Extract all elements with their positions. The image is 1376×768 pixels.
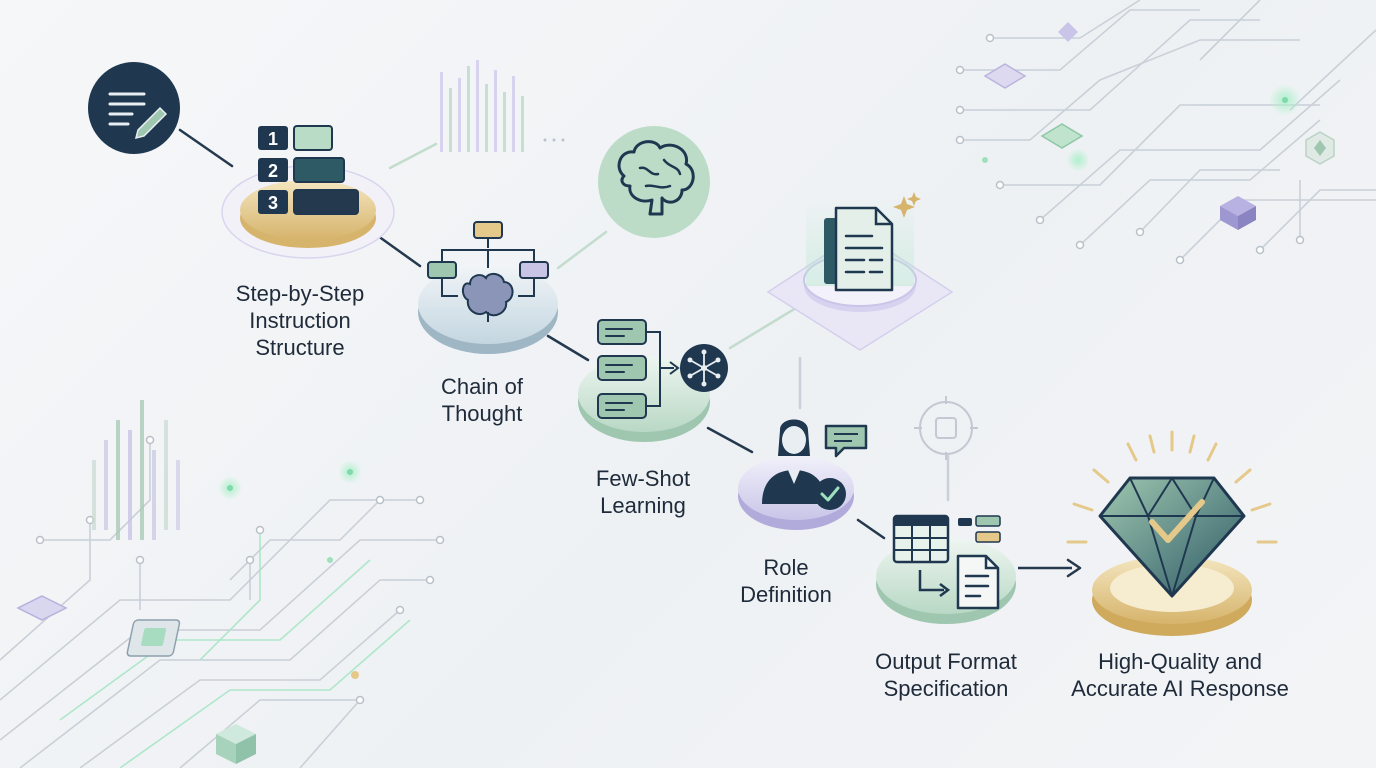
label-role-definition: Role Definition [696,554,876,608]
step-number-1: 1 [268,129,278,149]
data-stream-bars-left [92,400,180,540]
hexagon-deco-icon [1305,131,1335,165]
person-badge-icon [762,419,868,510]
examples-network-icon [597,319,728,419]
numbered-list-icon: 1 2 3 [258,125,359,215]
cube-deco-icon [216,724,256,764]
output-format-node [876,514,1016,624]
label-line: Few-Shot [595,466,691,491]
glow-dot-core [347,469,353,475]
document-platform-icon [766,192,954,351]
brain-bubble-icon [598,126,710,238]
circuit-traces-bottom-left [0,440,440,768]
glow-dot-core [1282,97,1288,103]
result-node [1066,430,1278,636]
label-line: Role [763,555,809,580]
circuit-nodes-bottom-left [35,435,445,705]
label-result: High-Quality and Accurate AI Response [1040,648,1320,702]
chain-of-thought-node [418,221,558,354]
step-number-3: 3 [268,193,278,213]
step-by-step-node: 1 2 3 [221,125,395,259]
diamond-check-icon [1098,476,1246,598]
label-line: Accurate AI Response [1071,676,1289,701]
arrow-to-result [1018,558,1082,578]
document-edit-icon [88,62,180,154]
data-stream-bars-top [440,60,565,152]
label-line: Structure [255,335,345,360]
label-line: Output Format [875,649,1017,674]
glow-dot-core [327,557,333,563]
diamond-deco-icon [16,595,68,621]
sparkle-icon [893,196,915,218]
label-few-shot: Few-Shot Learning [553,465,733,519]
table-to-document-icon [892,514,1001,610]
gold-dot [351,671,359,679]
circuit-nodes-top-right [955,33,1305,265]
chip-deco-icon [1040,123,1084,149]
label-line: Chain of [441,374,523,399]
connector-lines [178,128,950,540]
role-definition-node [738,419,868,530]
label-line: High-Quality and [1098,649,1262,674]
diamond-deco-icon [983,63,1027,89]
label-line: Learning [600,493,686,518]
sparkle-icon [907,192,921,206]
chip-deco-icon [126,619,181,657]
label-step-by-step: Step-by-Step Instruction Structure [200,280,400,361]
circuit-traces-glow [59,530,411,768]
label-line: Thought [441,401,523,426]
step-number-2: 2 [268,161,278,181]
circuit-traces-top-right [960,0,1376,261]
target-crosshair-icon [914,396,978,460]
cube-deco-icon [1220,196,1256,230]
label-line: Instruction [249,308,351,333]
label-line: Definition [740,582,832,607]
label-line: Specification [883,676,1009,701]
diamond-deco-icon [1058,22,1078,42]
label-chain-of-thought: Chain of Thought [392,373,572,427]
glow-dot-core [982,157,988,163]
brain-flowchart-icon [427,221,549,322]
label-output-format: Output Format Specification [836,648,1056,702]
glow-dot-core [227,485,233,491]
sunburst-rays [1066,430,1278,544]
few-shot-node [578,319,728,442]
glow-dot [1066,148,1090,172]
label-line: Step-by-Step [235,281,365,306]
